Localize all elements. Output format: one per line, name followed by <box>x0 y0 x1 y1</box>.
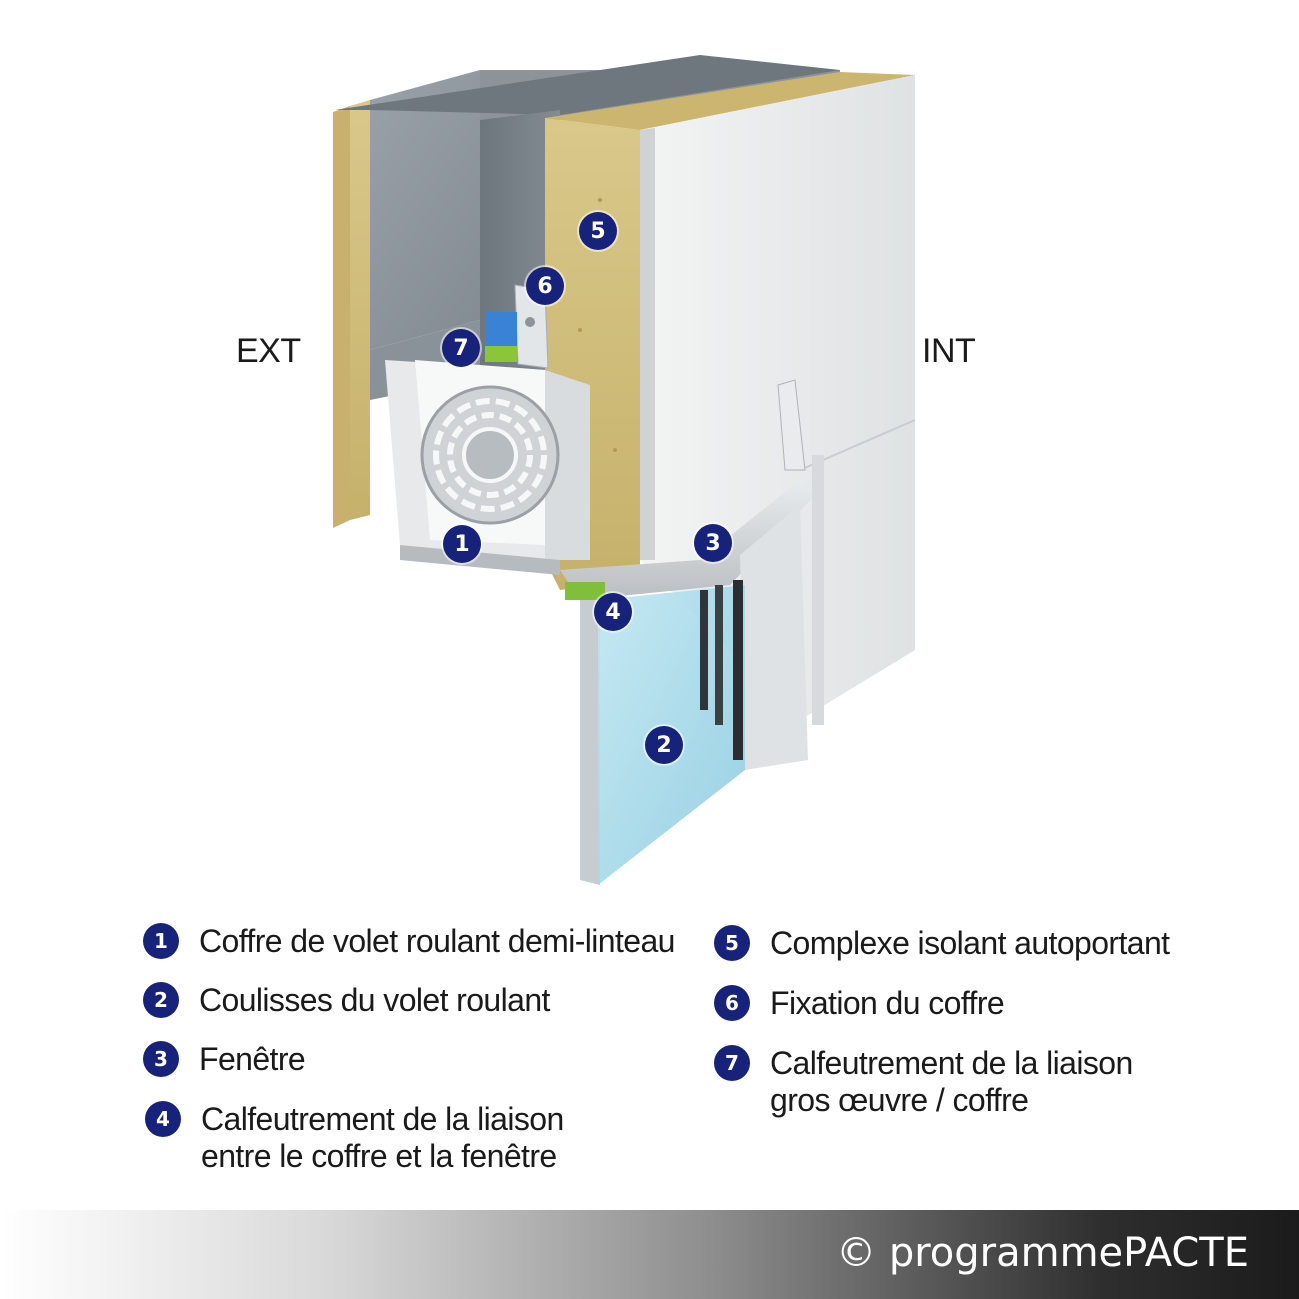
exterior-insulation <box>333 100 370 528</box>
legend-item-4: 4 Calfeutrement de la liaison entre le c… <box>145 1101 564 1175</box>
legend-item-6: 6 Fixation du coffre <box>714 985 1005 1022</box>
legend-item-5: 5 Complexe isolant autoportant <box>714 925 1170 962</box>
window-frame <box>560 480 820 885</box>
window-handle <box>777 379 824 725</box>
shutter-box <box>385 360 590 575</box>
callout-7: 7 <box>442 329 480 367</box>
legend-item-2: 2 Coulisses du volet roulant <box>143 982 550 1019</box>
legend-text: Complexe isolant autoportant <box>770 925 1170 961</box>
legend-text: Fixation du coffre <box>770 985 1005 1021</box>
legend-number: 2 <box>143 982 179 1018</box>
joint-blue <box>485 312 517 346</box>
legend-number: 6 <box>714 985 750 1021</box>
legend-text: Calfeutrement de la liaison gros œuvre /… <box>770 1045 1133 1118</box>
legend-item-3: 3 Fenêtre <box>143 1041 306 1078</box>
interior-label: INT <box>922 332 976 370</box>
footer-bar: © programmePACTE <box>0 1210 1299 1299</box>
legend-text: Fenêtre <box>199 1041 306 1077</box>
legend-number: 4 <box>145 1101 181 1137</box>
callout-6: 6 <box>526 267 564 305</box>
exterior-label: EXT <box>236 332 301 370</box>
window-slides <box>700 580 743 760</box>
copyright-text: © programmePACTE <box>836 1230 1249 1276</box>
legend-item-1: 1 Coffre de volet roulant demi-linteau <box>143 923 675 960</box>
legend-text: Coulisses du volet roulant <box>199 982 550 1018</box>
legend-text: Coffre de volet roulant demi-linteau <box>199 923 675 959</box>
joint-green <box>485 346 517 362</box>
legend-text: Calfeutrement de la liaison entre le cof… <box>201 1101 564 1174</box>
callout-4: 4 <box>594 593 632 631</box>
callout-5: 5 <box>579 212 617 250</box>
callout-1: 1 <box>443 525 481 563</box>
legend-number: 3 <box>143 1041 179 1077</box>
legend-number: 7 <box>714 1045 750 1081</box>
legend-number: 1 <box>143 923 179 959</box>
callout-2: 2 <box>645 726 683 764</box>
legend-item-7: 7 Calfeutrement de la liaison gros œuvre… <box>714 1045 1133 1119</box>
wall-section-illustration <box>333 55 916 885</box>
callout-3: 3 <box>694 524 732 562</box>
legend-number: 5 <box>714 925 750 961</box>
